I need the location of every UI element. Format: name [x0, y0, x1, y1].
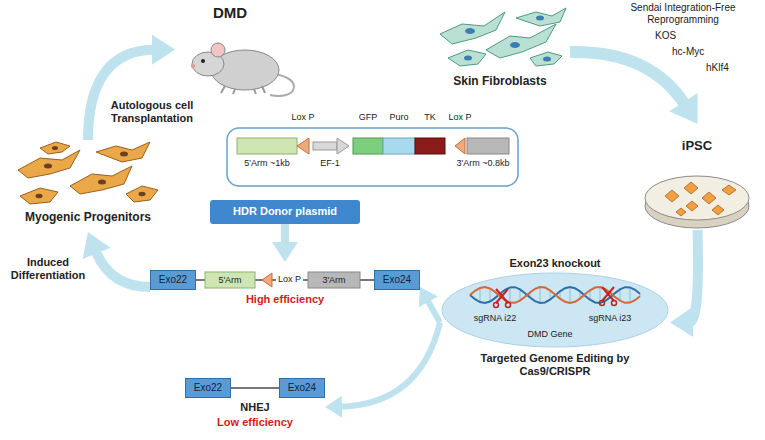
arrow-shaft	[95, 250, 150, 287]
plasmid-drawing	[227, 128, 518, 186]
arrow-head	[669, 93, 698, 124]
label-text: Induced Differentiation	[4, 256, 92, 282]
label-text: 3'Arm ~0.8kb	[457, 158, 510, 169]
arrow-shaft	[427, 300, 440, 323]
label-text: hKlf4	[706, 62, 729, 74]
box-text: Exo24	[383, 274, 411, 286]
label-text: 5'Arm	[218, 275, 241, 286]
culture-dish	[645, 176, 749, 228]
label-text: Exon23 knockout	[509, 257, 600, 270]
label-text: Lox P	[276, 274, 303, 285]
ipsc-dish: iPSC	[640, 124, 755, 230]
label-text: Autologous cell Transplantation	[100, 99, 205, 125]
label-text: TK	[424, 112, 436, 123]
exon-box: Exo22	[185, 378, 231, 398]
myogenic-cells: Myogenic Progenitors	[8, 140, 168, 232]
flow-arrow	[325, 323, 440, 418]
label-text: sgRNA i22	[474, 313, 517, 324]
nhej-allele: NHEJ Low efficiency Exo22 Exo24	[185, 378, 325, 436]
label-text: High efficiency	[246, 293, 324, 306]
label-text: Puro	[389, 112, 408, 123]
flow-arrow	[670, 230, 698, 337]
arrow-head	[670, 307, 693, 337]
box-text: Exo22	[159, 274, 187, 286]
label-text: Skin Fibroblasts	[453, 74, 546, 88]
flow-arrow	[88, 35, 175, 140]
label-text: Lox P	[291, 112, 314, 123]
arrow-shaft	[570, 52, 686, 105]
arrow-shaft	[690, 230, 698, 322]
arrow-head	[325, 396, 342, 418]
arrow-head	[83, 232, 111, 259]
label-text: Lox P	[448, 112, 471, 123]
exon-box: Exo24	[279, 378, 325, 398]
label-text: KOS	[655, 30, 676, 42]
label-text: 3'Arm	[322, 275, 345, 286]
fibroblast-cells: Skin Fibroblasts	[430, 8, 570, 96]
label-text: Low efficiency	[217, 416, 293, 429]
mouse-figure: DMD	[175, 2, 285, 97]
label-text: DMD	[213, 4, 247, 22]
label-text: DMD Gene	[527, 329, 572, 340]
plasmid-label-box: HDR Donor plasmid	[210, 200, 360, 224]
label-text: EF-1	[320, 158, 340, 169]
label-text: sgRNA i23	[589, 313, 632, 324]
arrow-shaft	[88, 50, 155, 140]
arrow-shaft	[339, 323, 440, 407]
label-text: Targeted Genome Editing by Cas9/CRISPR	[445, 352, 665, 378]
label-text: 5'Arm ~1kb	[244, 158, 290, 169]
label-text: iPSC	[682, 138, 712, 154]
nhej-allele-drawing	[231, 388, 279, 389]
editing-ellipse: Exon23 knockout sgRNA i22DMD Gene sgRNA i2…	[440, 255, 670, 390]
myogenic-cells-drawing	[18, 142, 158, 204]
label-text: NHEJ	[240, 401, 269, 414]
exon-box: Exo22	[150, 270, 196, 290]
arrow-head	[152, 35, 175, 65]
label-text: hc-Myc	[672, 46, 704, 58]
label-text: Myogenic Progenitors	[25, 210, 151, 224]
arrow-head	[419, 287, 438, 307]
box-text: Exo22	[194, 382, 222, 394]
fibroblast-drawing	[440, 8, 566, 66]
arrow-shaft	[281, 224, 289, 245]
flow-arrow	[83, 232, 150, 287]
box-text: HDR Donor plasmid	[233, 205, 337, 218]
label-text: GFP	[359, 112, 378, 123]
exon-box: Exo24	[374, 270, 420, 290]
box-text: Exo24	[288, 382, 316, 394]
mouse-drawing	[191, 43, 294, 96]
hdr-allele: 5'Arm Lox P 3'ArmHigh efficiency Exo22 Exo24	[150, 262, 420, 312]
flow-arrow	[419, 287, 440, 323]
flow-arrow	[272, 224, 298, 262]
flow-arrow	[570, 52, 698, 124]
donor-plasmid: Lox P GFP Puro TK Lox P 5'Arm ~1kb EF-1 3'Arm ~…	[225, 98, 525, 193]
hdr-allele-drawing	[196, 272, 374, 288]
arrow-head	[272, 242, 298, 262]
label-text: Sendai Integration-Free Reprogramming	[608, 2, 758, 26]
